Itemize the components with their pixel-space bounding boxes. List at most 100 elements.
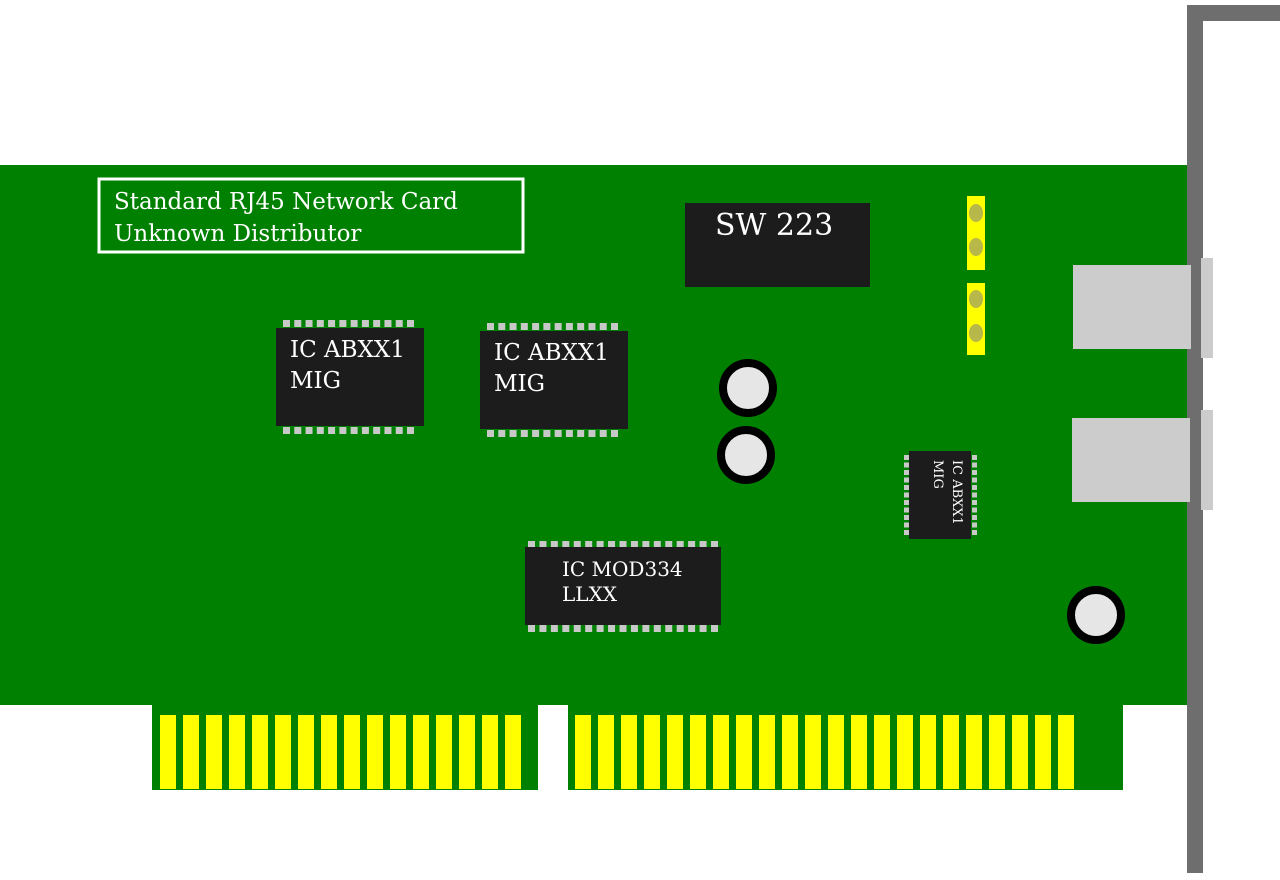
- chip-pin: [294, 427, 302, 434]
- chip-label: MIG: [494, 371, 545, 397]
- chip-pin: [509, 430, 517, 437]
- board-label-box: [97, 177, 525, 254]
- chip-pin: [665, 625, 673, 632]
- chip-pin: [972, 507, 977, 513]
- rj45-port: [1073, 258, 1213, 358]
- chip-label: LLXX: [562, 582, 618, 606]
- chip-pin: [532, 323, 540, 330]
- chip-pin: [373, 320, 381, 327]
- chip-pin: [283, 427, 290, 434]
- chip-pin: [350, 427, 358, 434]
- chip-pin: [711, 625, 718, 632]
- chip-pin: [688, 541, 696, 548]
- chip-pin: [562, 625, 570, 632]
- chip-pin: [972, 492, 977, 498]
- chip-pin: [577, 323, 585, 330]
- mounting-bracket: [1187, 5, 1203, 873]
- chip-ic-abxx1-small: [909, 451, 971, 539]
- chip-pin: [283, 320, 290, 327]
- chip-pin: [487, 430, 494, 437]
- chip-pin: [554, 430, 562, 437]
- chip-pin: [543, 323, 551, 330]
- gold-finger: [367, 715, 383, 789]
- chip-pin: [699, 541, 707, 548]
- chip-pin: [904, 500, 909, 505]
- gold-finger: [505, 715, 521, 789]
- chip-pin: [565, 430, 573, 437]
- chip-pin: [305, 427, 313, 434]
- gold-finger: [1058, 715, 1074, 789]
- chip-pin: [676, 625, 684, 632]
- chip-label: IC ABXX1: [949, 460, 964, 525]
- chip-pin: [573, 541, 581, 548]
- chip-pin: [407, 320, 414, 327]
- capacitor: [717, 426, 775, 484]
- chip-pin: [904, 470, 909, 475]
- gold-finger: [897, 715, 913, 789]
- chip-pin: [585, 541, 593, 548]
- chip-pin: [676, 541, 684, 548]
- chip-pin: [361, 427, 369, 434]
- chip-pin: [384, 427, 392, 434]
- chip-pin: [904, 462, 909, 468]
- board-label-line2: Unknown Distributor: [114, 221, 361, 247]
- chip-pin: [904, 492, 909, 498]
- chip-pin: [972, 515, 977, 520]
- chip-pin: [350, 320, 358, 327]
- chip-pin: [972, 477, 977, 483]
- gold-finger: [229, 715, 245, 789]
- chip-pins: [487, 323, 618, 437]
- chip-pin: [487, 323, 494, 330]
- chip-pin: [642, 541, 650, 548]
- chip-pin: [543, 430, 551, 437]
- chip-pin: [395, 427, 403, 434]
- gold-finger: [183, 715, 199, 789]
- chip-pins: [283, 320, 414, 434]
- chip-pin: [611, 430, 618, 437]
- chip-pin: [711, 541, 718, 548]
- chip-pin: [305, 320, 313, 327]
- chip-pin: [619, 625, 627, 632]
- gold-finger: [828, 715, 844, 789]
- chip-pin: [520, 430, 528, 437]
- chip-pin: [520, 323, 528, 330]
- gold-finger: [644, 715, 660, 789]
- edge-connector-right: [568, 700, 1123, 790]
- jumper: [967, 196, 985, 270]
- chip-pin: [585, 625, 593, 632]
- chip-pin: [573, 625, 581, 632]
- chip-pins: [904, 455, 977, 535]
- chip-label: IC MOD334: [562, 557, 683, 581]
- chip-pin: [565, 323, 573, 330]
- chip-pin: [294, 320, 302, 327]
- chip-pin: [972, 462, 977, 468]
- gold-finger: [851, 715, 867, 789]
- capacitor: [719, 359, 777, 417]
- chip-pin: [688, 625, 696, 632]
- chip-pin: [316, 427, 324, 434]
- chip-pin: [653, 541, 661, 548]
- chip-pin: [699, 625, 707, 632]
- gold-finger: [344, 715, 360, 789]
- gold-finger: [1012, 715, 1028, 789]
- chip-pin: [904, 515, 909, 520]
- chip-pins: [528, 541, 718, 632]
- chip-sw223-label: SW 223: [715, 208, 833, 243]
- gold-finger: [621, 715, 637, 789]
- chip-pin: [608, 541, 616, 548]
- chip-pin: [384, 320, 392, 327]
- capacitor: [1067, 586, 1125, 644]
- chip-pin: [972, 530, 977, 535]
- gold-finger: [667, 715, 683, 789]
- chip-pin: [316, 320, 324, 327]
- chip-pin: [532, 430, 540, 437]
- chip-pin: [904, 477, 909, 483]
- gold-finger: [598, 715, 614, 789]
- chip-pin: [577, 430, 585, 437]
- chip-pin: [904, 522, 909, 528]
- chip-pin: [588, 323, 596, 330]
- chip-pin: [550, 625, 558, 632]
- chip-pin: [599, 323, 607, 330]
- chip-pin: [608, 625, 616, 632]
- chip-pin: [339, 427, 347, 434]
